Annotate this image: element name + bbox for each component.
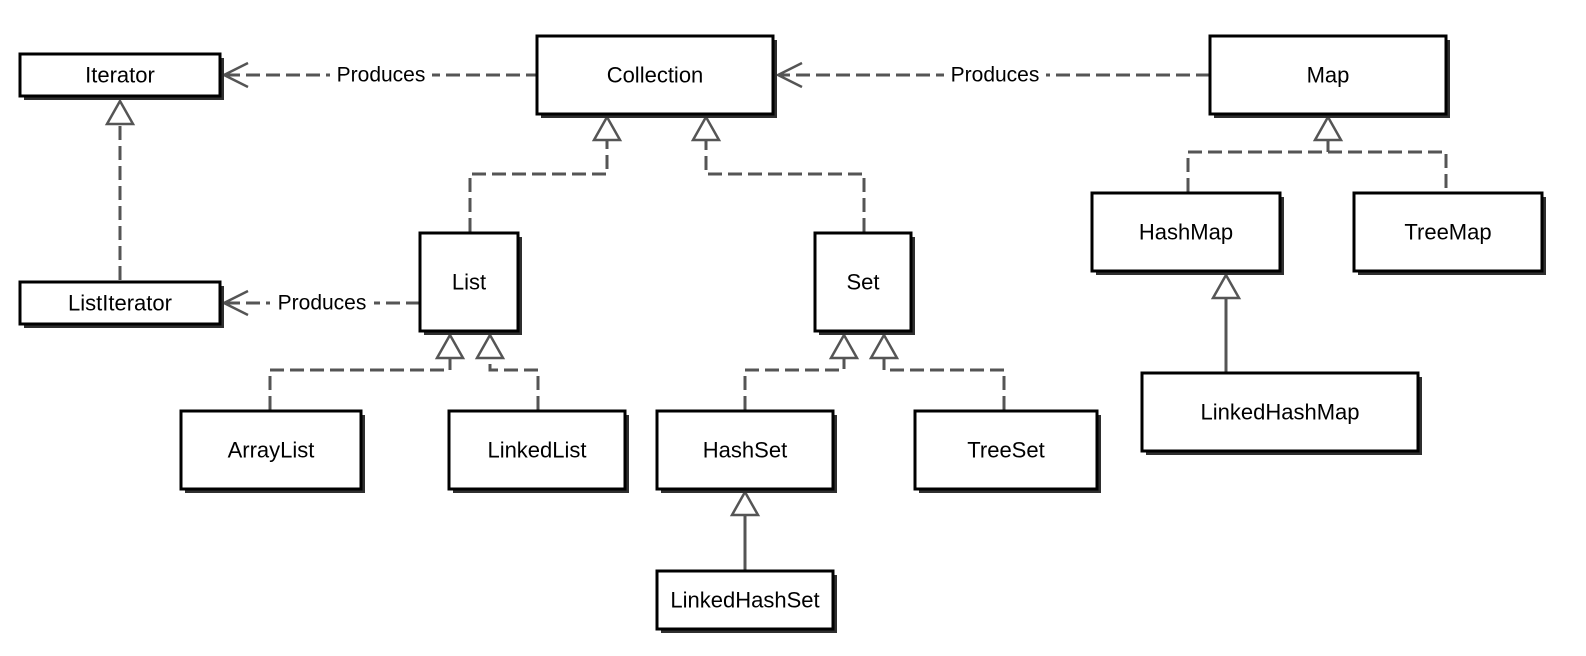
open-arrowhead-icon [775, 61, 803, 89]
hollow-triangle-icon [828, 332, 860, 360]
node-hash-set: HashSet [655, 409, 837, 493]
edge-map-produces-collection: Produces [775, 60, 1210, 90]
edge-hash-set-implements-set [743, 332, 860, 410]
node-list: List [418, 231, 522, 335]
edge-label-produces: Produces [278, 292, 367, 315]
edge-collection-produces-iterator: Produces [221, 60, 540, 90]
node-label: TreeMap [1404, 220, 1491, 245]
edge-array-list-implements-list [268, 332, 466, 410]
hollow-triangle-icon [104, 98, 136, 126]
node-tree-set: TreeSet [913, 409, 1101, 493]
hollow-triangle-icon [474, 332, 506, 360]
node-linked-hash-set: LinkedHashSet [655, 569, 837, 633]
edge-list-extends-collection [468, 114, 623, 232]
node-label: Set [846, 270, 879, 295]
node-label: List [452, 270, 486, 295]
node-list-iterator: ListIterator [18, 280, 224, 328]
node-label: Collection [607, 63, 704, 88]
node-label: ListIterator [68, 291, 172, 316]
node-label: Iterator [85, 63, 155, 88]
edge-set-extends-collection [690, 114, 866, 232]
edge-linked-hash-map-extends-hash-map [1210, 272, 1242, 372]
node-linked-hash-map: LinkedHashMap [1140, 371, 1422, 455]
edge-label-produces: Produces [337, 64, 426, 87]
hollow-triangle-icon [434, 332, 466, 360]
hollow-triangle-icon [1210, 272, 1242, 300]
node-map: Map [1208, 34, 1450, 118]
node-label: LinkedHashMap [1201, 400, 1360, 425]
edge-linked-hash-set-extends-hash-set [729, 489, 761, 570]
node-tree-map: TreeMap [1352, 191, 1546, 275]
edge-linked-list-implements-list [474, 332, 540, 410]
hollow-triangle-icon [868, 332, 900, 360]
edge-list-produces-list-iterator: Produces [221, 288, 420, 318]
hollow-triangle-icon [729, 489, 761, 517]
hollow-triangle-icon [591, 114, 623, 142]
edge-maps-implement-map [1186, 114, 1448, 192]
node-label: HashMap [1139, 220, 1233, 245]
edge-tree-set-implements-set [868, 332, 1006, 410]
node-set: Set [813, 231, 915, 335]
edge-label-produces: Produces [951, 64, 1040, 87]
node-label: LinkedHashSet [670, 588, 819, 613]
hollow-triangle-icon [690, 114, 722, 142]
node-label: HashSet [703, 438, 787, 463]
node-label: Map [1307, 63, 1350, 88]
node-label: ArrayList [228, 438, 315, 463]
node-collection: Collection [535, 34, 777, 118]
node-iterator: Iterator [18, 52, 224, 100]
node-linked-list: LinkedList [447, 409, 629, 493]
node-hash-map: HashMap [1090, 191, 1284, 275]
node-array-list: ArrayList [179, 409, 365, 493]
hollow-triangle-icon [1312, 114, 1344, 142]
node-label: LinkedList [487, 438, 586, 463]
edge-list-iterator-extends-iterator [104, 98, 136, 280]
node-label: TreeSet [967, 438, 1044, 463]
